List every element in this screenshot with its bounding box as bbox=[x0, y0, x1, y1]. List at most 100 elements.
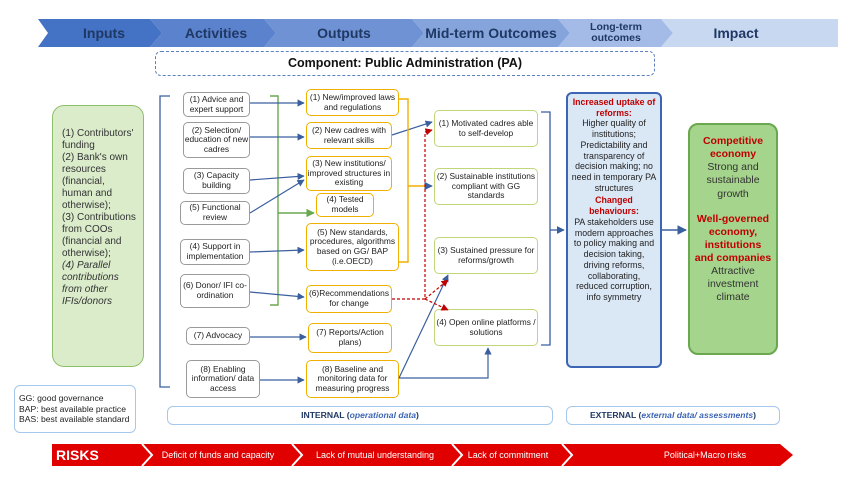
activity-2-label: (2) Selection/ education of new cadres bbox=[184, 124, 249, 154]
arrow-act4-out5 bbox=[249, 246, 305, 254]
component-title: Component: Public Administration (PA) bbox=[287, 56, 522, 71]
risk-item-3-label: Lack of commitment bbox=[467, 449, 549, 460]
midterm-4: (4) Open online platforms / solutions bbox=[434, 309, 538, 346]
output-5: (5) New standards, procedures, algorithm… bbox=[306, 223, 399, 271]
activity-2: (2) Selection/ education of new cadres bbox=[183, 122, 250, 158]
impact-heading-governed: Well-governed economy, institutions and … bbox=[694, 212, 772, 264]
output-2-label: (2) New cadres with relevant skills bbox=[311, 124, 386, 145]
stage-midterm: Mid-term Outcomes bbox=[422, 19, 560, 47]
output-8-label: (8) Baseline and monitoring data for mea… bbox=[315, 363, 390, 393]
output-1-label: (1) New/improved laws and regulations bbox=[309, 91, 396, 112]
output-7: (7) Reports/Action plans) bbox=[308, 323, 392, 353]
internal-detail: operational data bbox=[349, 409, 417, 420]
legend-bas: BAS: best available standard bbox=[19, 414, 130, 425]
midterm-3: (3) Sustained pressure for reforms/growt… bbox=[434, 237, 538, 274]
activity-7: (7) Advocacy bbox=[186, 327, 250, 345]
activity-5: (5) Functional review bbox=[180, 201, 250, 225]
stage-longterm: Long-term outcomes bbox=[572, 19, 660, 47]
risks-chevron-4 bbox=[561, 443, 574, 467]
midterm-3-label: (3) Sustained pressure for reforms/growt… bbox=[437, 244, 535, 265]
stage-longterm-label: Long-term outcomes bbox=[590, 20, 642, 44]
risk-item-4: Political+Macro risks bbox=[640, 444, 770, 466]
midterm-2-label: (2) Sustainable institutions compliant w… bbox=[436, 171, 536, 201]
activity-4: (4) Support in implementation bbox=[180, 239, 250, 265]
stage-outputs: Outputs bbox=[274, 19, 414, 47]
output-6: (6)Recommendations for change bbox=[306, 285, 392, 313]
arrow-act3-out3 bbox=[249, 172, 305, 181]
output-3-label: (3) New institutions/ improved structure… bbox=[307, 158, 391, 188]
stage-impact: Impact bbox=[676, 19, 796, 47]
outputs-orange-bracket bbox=[399, 98, 409, 263]
input-bank-resources: (2) Bank's own resources (financial, hum… bbox=[62, 152, 128, 211]
risk-item-2-label: Lack of mutual understanding bbox=[315, 449, 435, 460]
internal-data-bar: INTERNAL (operational data) bbox=[167, 406, 553, 425]
activity-8-label: (8) Enabling information/ data access bbox=[191, 363, 255, 393]
risk-item-3: Lack of commitment bbox=[458, 444, 558, 466]
risk-item-4-label: Political+Macro risks bbox=[663, 449, 747, 460]
abbreviations-legend: GG: good governance BAP: best available … bbox=[14, 385, 136, 433]
impact-body-growth: Strong and sustainable growth bbox=[706, 161, 760, 200]
output-7-label: (7) Reports/Action plans) bbox=[316, 327, 384, 347]
arrow-out2-mid1 bbox=[391, 120, 433, 136]
output-2: (2) New cadres with relevant skills bbox=[306, 122, 392, 149]
activity-1-label: (1) Advice and expert support bbox=[189, 93, 244, 114]
stage-outputs-label: Outputs bbox=[317, 24, 371, 41]
risk-item-1: Deficit of funds and capacity bbox=[148, 444, 288, 466]
external-prefix: EXTERNAL ( bbox=[589, 409, 642, 420]
impact-body-climate: Attractive investment climate bbox=[707, 265, 759, 304]
output-6-label: (6)Recommendations for change bbox=[308, 288, 390, 308]
longterm-heading-behaviours: Changed behaviours: bbox=[589, 195, 639, 217]
inputs-panel: (1) Contributors' funding (2) Bank's own… bbox=[52, 105, 144, 367]
input-coo-contributions: (3) Contributions from COOs (financial a… bbox=[62, 212, 136, 259]
risks-title: RISKS bbox=[56, 444, 140, 466]
arrow-red-dashed-mid3 bbox=[424, 279, 449, 300]
midterm-1-label: (1) Motivated cadres able to self-develo… bbox=[438, 117, 534, 138]
output-8: (8) Baseline and monitoring data for mea… bbox=[306, 360, 399, 398]
risk-item-2: Lack of mutual understanding bbox=[300, 444, 450, 466]
activity-7-label: (7) Advocacy bbox=[193, 330, 243, 341]
stage-activities-label: Activities bbox=[184, 24, 248, 41]
activity-4-label: (4) Support in implementation bbox=[186, 241, 244, 261]
midterm-1: (1) Motivated cadres able to self-develo… bbox=[434, 110, 538, 147]
inputs-bracket bbox=[159, 95, 170, 388]
stage-impact-label: Impact bbox=[713, 24, 759, 41]
midterm-4-label: (4) Open online platforms / solutions bbox=[436, 316, 536, 337]
activity-3: (3) Capacity building bbox=[183, 168, 250, 194]
risks-title-label: RISKS bbox=[56, 446, 99, 463]
stage-activities: Activities bbox=[160, 19, 272, 47]
input-parallel-contributions: (4) Parallel contributions from other IF… bbox=[62, 260, 119, 307]
legend-bap: BAP: best available practice bbox=[19, 403, 127, 414]
output-5-label: (5) New standards, procedures, algorithm… bbox=[309, 226, 396, 266]
activity-6-label: (6) Donor/ IFI co-ordination bbox=[183, 280, 247, 300]
midterm-2: (2) Sustainable institutions compliant w… bbox=[434, 168, 538, 205]
activity-1: (1) Advice and expert support bbox=[183, 92, 250, 117]
external-suffix: ) bbox=[753, 409, 757, 420]
impact-panel: Competitive economy Strong and sustainab… bbox=[688, 123, 778, 355]
arrow-red-dashed-upper bbox=[392, 128, 433, 300]
arrow-act6-out6 bbox=[249, 291, 305, 300]
internal-prefix: INTERNAL ( bbox=[301, 409, 350, 420]
external-data-bar: EXTERNAL (external data/ assessments) bbox=[566, 406, 780, 425]
output-1: (1) New/improved laws and regulations bbox=[306, 89, 399, 116]
legend-gg: GG: good governance bbox=[19, 392, 104, 403]
output-3: (3) New institutions/ improved structure… bbox=[306, 156, 392, 191]
impact-heading-competitive: Competitive economy bbox=[702, 135, 764, 161]
input-contributors-funding: (1) Contributors' funding bbox=[62, 128, 134, 151]
arrow-out8-mid bbox=[399, 347, 492, 379]
stage-inputs-label: Inputs bbox=[83, 24, 125, 41]
activity-3-label: (3) Capacity building bbox=[193, 170, 240, 190]
output-4-label: (4) Tested models bbox=[326, 194, 364, 214]
activity-8: (8) Enabling information/ data access bbox=[186, 360, 260, 398]
activity-6: (6) Donor/ IFI co-ordination bbox=[180, 274, 250, 308]
external-detail: external data/ assessments bbox=[641, 409, 754, 420]
longterm-heading-reforms: Increased uptake of reforms: bbox=[572, 97, 656, 118]
longterm-body-reforms: Higher quality of institutions; Predicta… bbox=[571, 118, 657, 193]
midterm-bracket bbox=[541, 111, 551, 346]
stage-midterm-label: Mid-term Outcomes bbox=[425, 24, 557, 41]
internal-suffix: ) bbox=[416, 409, 419, 420]
longterm-body-behaviours: PA stakeholders use modern approaches to… bbox=[573, 216, 655, 302]
stage-inputs: Inputs bbox=[48, 19, 160, 47]
activity-5-label: (5) Functional review bbox=[189, 202, 241, 222]
arrow-act5-out3 bbox=[249, 179, 305, 214]
